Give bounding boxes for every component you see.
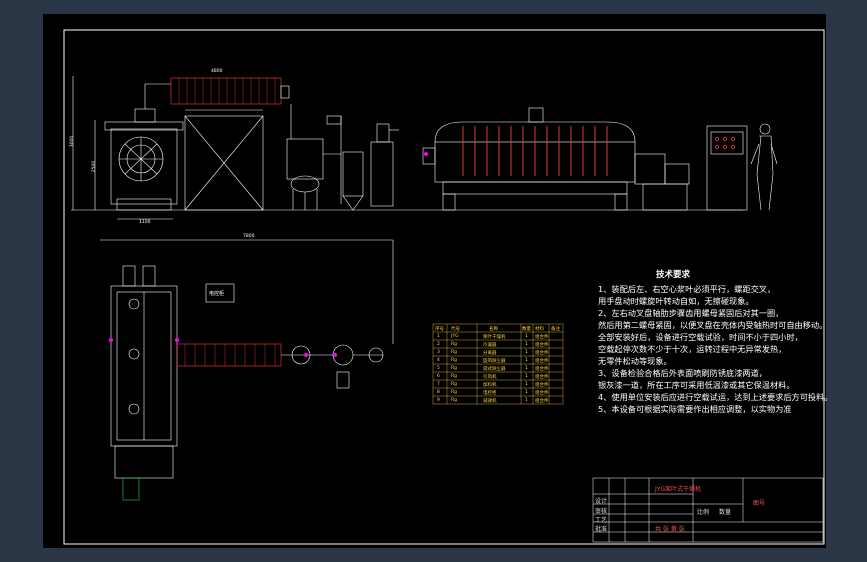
table-cell: 组合件 — [535, 375, 549, 380]
tech-line: 全部安装好后，设备进行空载试验，时间不小于四小时， — [598, 332, 803, 342]
table-cell: 3 — [437, 350, 440, 355]
table-cell: 减速机 — [483, 399, 497, 404]
table-cell: Rg — [451, 358, 457, 363]
tech-requirements-title: 技术要求 — [656, 270, 691, 280]
table-cell: JYG — [451, 334, 459, 339]
table-cell: 袋式除尘器 — [483, 367, 506, 372]
tech-line: 无零件松动等现象。 — [598, 356, 672, 366]
table-cell: 加料机 — [483, 383, 497, 388]
table-header: 代号 — [451, 327, 460, 332]
table-header: 名称 — [489, 327, 498, 332]
tech-line: 银灰漆一道，所在工序可采用低温漆或其它保温材料。 — [598, 380, 795, 390]
tech-line: 3、设备检验合格后外表面喷刷防锈底漆两道， — [598, 368, 767, 378]
table-cell: 桨叶干燥机 — [483, 335, 506, 340]
table-cell: Rg — [451, 398, 457, 403]
table-cell: 1 — [437, 334, 440, 339]
table-cell: Rg — [451, 350, 457, 355]
table-cell: 1 — [525, 366, 528, 371]
table-cell: 1 — [525, 342, 528, 347]
table-cell: 1 — [525, 358, 528, 363]
table-cell: 6 — [437, 374, 440, 379]
table-cell: Rg — [451, 374, 457, 379]
table-cell: 组合件 — [535, 383, 549, 388]
table-cell: 5 — [437, 366, 440, 371]
table-cell: 1 — [525, 390, 528, 395]
tech-line: 5、本设备可根据实际需要作出相应调整，以实物为准 — [598, 404, 792, 414]
dim-height-2: 2500 — [92, 160, 98, 173]
dim-height-1: 3000 — [70, 135, 76, 148]
dim-width-1: 1100 — [139, 220, 151, 225]
table-cell: 1 — [525, 350, 528, 355]
title-block-approve: 批准 — [595, 526, 608, 533]
table-cell: 组合件 — [535, 359, 549, 364]
title-block-grid — [592, 477, 824, 543]
table-header: 序号 — [435, 327, 444, 332]
plan-view — [100, 239, 394, 501]
title-block-design: 设计 — [595, 498, 608, 505]
table-cell: 1 — [525, 374, 528, 379]
title-block-check: 审核 — [595, 508, 608, 515]
table-cell: 组合件 — [535, 399, 549, 404]
tech-line: 4、使用单位安装后应进行空载试运，达到上述要求后方可投料。 — [598, 392, 833, 402]
table-cell: 8 — [437, 390, 440, 395]
table-cell: 组合件 — [535, 391, 549, 396]
tech-line: 然后用第二螺母紧固，以便叉盘在壳体内受轴热时可自由移动。 — [598, 320, 828, 330]
title-block-process: 工艺 — [595, 517, 608, 524]
tech-line: 用手盘动时螺旋叶转动自如，无擦碰现象。 — [598, 296, 754, 306]
table-cell: 分离器 — [483, 351, 497, 356]
table-cell: 组合件 — [535, 367, 549, 372]
plan-cabinet-label: 电控柜 — [209, 291, 225, 297]
table-cell: 旋风除尘器 — [483, 359, 506, 364]
table-cell: 1 — [525, 334, 528, 339]
table-cell: 组合件 — [535, 335, 549, 340]
table-cell: Rg — [451, 366, 457, 371]
table-header: 备注 — [551, 327, 560, 332]
table-cell: 1 — [525, 382, 528, 387]
table-cell: 1 — [525, 398, 528, 403]
table-cell: 组合件 — [535, 351, 549, 356]
table-cell: Rg — [451, 382, 457, 387]
table-cell: 电控柜 — [483, 391, 497, 396]
table-cell: 冷凝器 — [483, 343, 497, 348]
tech-line: 2、左右动叉盘轴肋步骤齿用螺母紧固后对其一圈， — [598, 308, 784, 318]
table-cell: 7 — [437, 382, 440, 387]
drawing-sheet: 3000 2500 1100 7800 4800 电控柜 技术要求 1、装配后左… — [43, 14, 832, 548]
table-cell: 2 — [437, 342, 440, 347]
table-header: 数量 — [522, 327, 531, 332]
table-cell: 9 — [437, 398, 440, 403]
table-header: 材料 — [535, 327, 544, 332]
parts-table-grid — [432, 323, 564, 405]
table-cell: Rg — [451, 390, 457, 395]
cad-drawing — [63, 29, 825, 545]
title-block-sheet-info: 共 张 第 张 — [655, 526, 685, 533]
table-cell: 4 — [437, 358, 440, 363]
title-block-drawing-name: JYG桨叶式干燥机 — [655, 486, 702, 493]
marker-points — [109, 152, 428, 357]
title-block-scale: 比例 — [697, 509, 710, 516]
tech-line: 1、装配后左、右空心浆叶必须平行，螺距交叉， — [598, 284, 776, 294]
dim-length-top: 7800 — [243, 234, 255, 239]
dim-length-mid: 4800 — [211, 69, 223, 74]
tech-line: 空载起停次数不少于十次，运转过程中无异常发热， — [598, 344, 787, 354]
table-cell: 组合件 — [535, 343, 549, 348]
elevation-view — [71, 76, 778, 220]
outer-frame — [63, 29, 825, 545]
title-block-drawing-no: 图号 — [753, 500, 766, 507]
table-cell: 引风机 — [483, 375, 497, 380]
table-cell: Rg — [451, 342, 457, 347]
title-block-weight: 数量 — [719, 509, 732, 516]
